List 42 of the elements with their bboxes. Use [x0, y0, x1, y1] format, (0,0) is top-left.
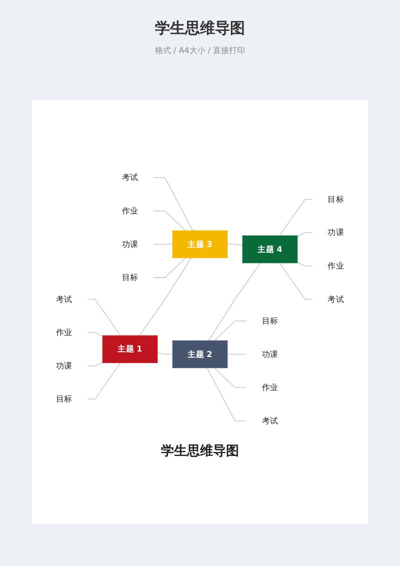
connector — [87, 362, 121, 400]
connector — [214, 320, 248, 341]
node-text: 功课 — [56, 360, 72, 370]
connector — [297, 232, 313, 236]
node-box — [102, 335, 158, 363]
connector — [152, 210, 186, 231]
node-box — [242, 235, 298, 263]
node-text: 目标 — [262, 316, 278, 326]
connector — [152, 177, 194, 231]
connector — [214, 367, 248, 388]
node-text: 作业 — [122, 206, 138, 216]
node-text: 目标 — [328, 194, 344, 204]
connector — [279, 198, 313, 236]
subtitle: 格式 / A4大小 / 直接打印 — [154, 45, 246, 56]
connector — [227, 244, 243, 246]
connector — [87, 332, 103, 336]
connector — [87, 298, 121, 336]
connector — [87, 362, 103, 366]
connector — [157, 352, 173, 354]
connector — [206, 367, 248, 421]
page-title: 学生思维导图 — [155, 19, 245, 38]
connector — [208, 262, 261, 341]
node-text: 功课 — [122, 238, 138, 249]
connector — [279, 262, 313, 300]
node-text: 考试 — [122, 172, 138, 182]
node-text: 功课 — [262, 348, 278, 359]
node-text: 考试 — [262, 416, 278, 426]
connector — [139, 257, 192, 336]
node-box — [172, 340, 228, 368]
paper-sheet: 考试 目标 作业 功课 功课 主题 3 主题 4 作业 目标 考试 考试 目标 作业 主题 1 主题 2 功课 功课 作业 目标 考试 学生思维导图 — [32, 100, 368, 524]
node-box — [172, 230, 228, 258]
center-title: 学生思维导图 — [161, 442, 239, 460]
connector — [297, 262, 313, 266]
connector — [152, 257, 186, 278]
node-text: 目标 — [56, 394, 72, 404]
node-text: 功课 — [328, 227, 344, 237]
node-text: 作业 — [262, 382, 278, 392]
node-text: 作业 — [56, 327, 72, 337]
node-text: 考试 — [328, 294, 344, 304]
node-text: 目标 — [122, 272, 138, 282]
node-text: 作业 — [328, 260, 344, 270]
node-text: 考试 — [56, 294, 72, 304]
